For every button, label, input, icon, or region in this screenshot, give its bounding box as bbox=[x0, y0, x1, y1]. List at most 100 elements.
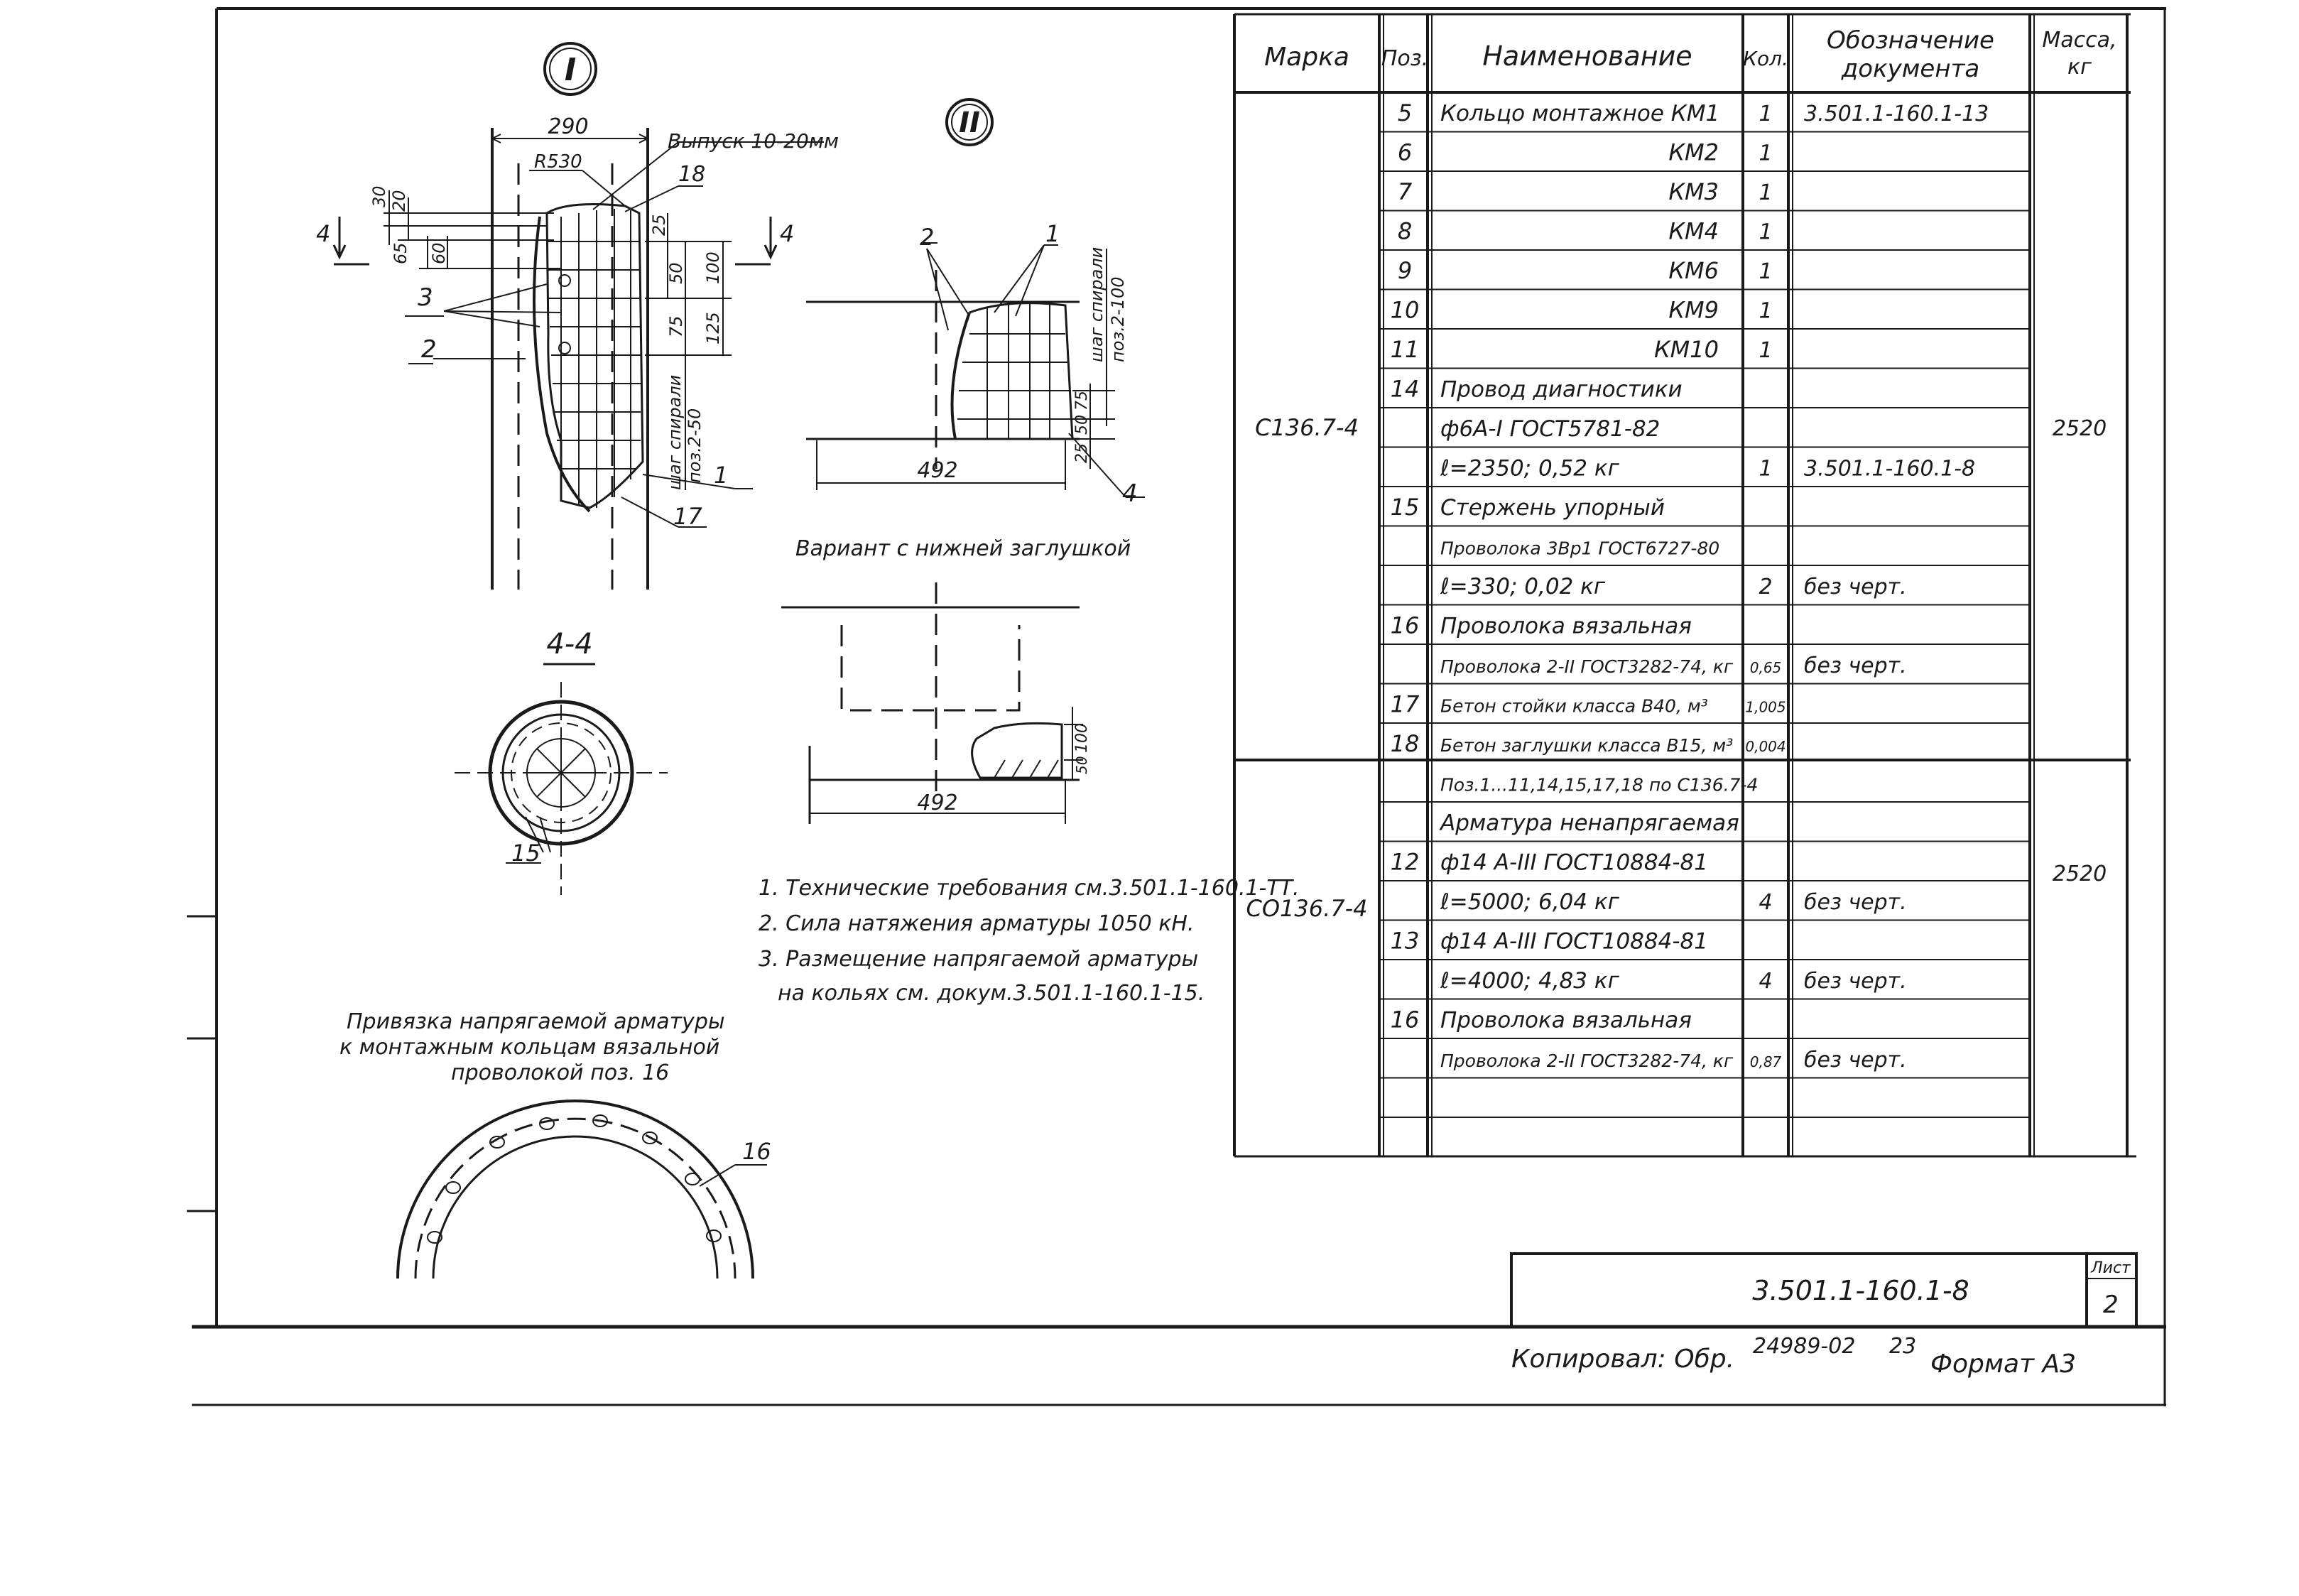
table-cell-name: Проволока вязальная bbox=[1440, 1007, 1692, 1033]
d1-dim-50: 50 bbox=[666, 262, 686, 284]
table-cell-poz: 16 bbox=[1391, 1006, 1420, 1033]
d2-dim-25: 25 bbox=[1073, 443, 1091, 463]
d2-pos-2: 2 bbox=[920, 224, 934, 251]
binding-pos-16: 16 bbox=[742, 1138, 771, 1165]
d1-dim-65: 65 bbox=[391, 242, 411, 264]
table-cell-name: ℓ=4000; 4,83 кг bbox=[1440, 968, 1620, 994]
vypusk-label: Выпуск 10-20мм bbox=[668, 129, 839, 153]
table-cell-kol: 1 bbox=[1759, 456, 1772, 481]
d1-dim-100: 100 bbox=[703, 251, 723, 284]
table-cell-name: Арматура ненапрягаемая bbox=[1439, 810, 1739, 836]
plug-dim-492: 492 bbox=[917, 791, 957, 815]
table-cell-name: Провод диагностики bbox=[1440, 376, 1683, 402]
table-cell-kol: 1 bbox=[1759, 141, 1772, 165]
table-cell-name: КМ4 bbox=[1668, 217, 1719, 244]
section-label: 4-4 bbox=[546, 628, 592, 661]
header-doc-2: документа bbox=[1841, 55, 1979, 83]
table-cell-poz: 6 bbox=[1398, 139, 1412, 165]
title-sheet-label: Лист bbox=[2090, 1259, 2131, 1277]
d1-spiral-step-1: шаг спирали bbox=[665, 375, 685, 490]
table-cell-kol: 1 bbox=[1759, 338, 1772, 363]
table-cell-kol: 1 bbox=[1759, 259, 1772, 284]
table-cell-name: ф14 А-III ГОСТ10884-81 bbox=[1440, 849, 1708, 875]
table-cell-doc: без черт. bbox=[1804, 575, 1907, 599]
table-cell-name: ℓ=2350; 0,52 кг bbox=[1440, 455, 1620, 481]
binding-caption-2: к монтажным кольцам вязальной bbox=[339, 1035, 719, 1060]
note-3-cont: на кольях см. докум.3.501.1-160.1-15. bbox=[778, 981, 1205, 1006]
d1-spiral-step-2: поз.2-50 bbox=[685, 408, 705, 483]
table-cell-poz: 5 bbox=[1398, 99, 1412, 126]
d2-dim-492: 492 bbox=[917, 458, 957, 483]
d2-spiral-step-1: шаг спирали bbox=[1087, 247, 1107, 362]
d1-dim-30: 30 bbox=[369, 185, 389, 207]
d2-spiral-step-2: поз.2-100 bbox=[1108, 276, 1128, 362]
table-cell-poz: 18 bbox=[1391, 730, 1420, 757]
table-cell-kol: 0,65 bbox=[1750, 659, 1782, 676]
table-cell-name: Поз.1...11,14,15,17,18 по С136.7-4 bbox=[1440, 774, 1758, 795]
pos-18-label: 18 bbox=[678, 162, 705, 187]
d2-pos-1: 1 bbox=[1045, 220, 1060, 247]
table-cell-name: КМ9 bbox=[1668, 296, 1719, 323]
table-cell-name: ℓ=330; 0,02 кг bbox=[1440, 574, 1606, 599]
d1-dim-125: 125 bbox=[703, 312, 723, 344]
detail-1-mark: I bbox=[565, 52, 576, 88]
table-cell-name: Проволока вязальная bbox=[1440, 613, 1692, 639]
binding-caption-1: Привязка напрягаемой арматуры bbox=[347, 1009, 725, 1034]
table-cell-name: КМ10 bbox=[1654, 336, 1719, 363]
table-cell-poz: 16 bbox=[1391, 612, 1420, 639]
table-cell-name: Бетон стойки класса В40, м³ bbox=[1440, 695, 1708, 716]
footer-inv2: 23 bbox=[1889, 1334, 1916, 1359]
table-cell-name: Бетон заглушки класса В15, м³ bbox=[1440, 735, 1733, 756]
d1-dim-25: 25 bbox=[649, 214, 669, 236]
table-cell-poz: 7 bbox=[1398, 178, 1413, 205]
detail-1-view bbox=[332, 42, 824, 590]
table-cell-kol: 2 bbox=[1759, 575, 1772, 599]
title-block bbox=[1510, 1252, 2138, 1328]
note-3: 3. Размещение напрягаемой арматуры bbox=[759, 947, 1198, 972]
header-name: Наименование bbox=[1482, 40, 1692, 72]
table-cell-poz: 10 bbox=[1391, 296, 1420, 323]
group-2-mass: 2520 bbox=[2053, 862, 2107, 886]
table-cell-poz: 13 bbox=[1391, 927, 1420, 954]
section-4-4-view bbox=[455, 663, 668, 895]
bottom-plug-view bbox=[781, 582, 1083, 824]
note-2: 2. Сила натяжения арматуры 1050 кН. bbox=[759, 911, 1194, 936]
section-cut-left: 4 bbox=[316, 220, 330, 247]
table-cell-name: ℓ=5000; 6,04 кг bbox=[1440, 889, 1620, 915]
table-cell-name: КМ6 bbox=[1668, 257, 1719, 284]
table-cell-doc: без черт. bbox=[1804, 969, 1907, 994]
r530-label: R530 bbox=[534, 151, 582, 173]
footer-inv: 24989-02 bbox=[1753, 1334, 1855, 1359]
table-cell-kol: 0,004 bbox=[1745, 738, 1786, 755]
binding-arc-view bbox=[396, 1100, 767, 1279]
table-cell-doc: без черт. bbox=[1804, 653, 1907, 678]
detail-2-mark: II bbox=[959, 107, 980, 139]
section-cut-right: 4 bbox=[780, 220, 794, 247]
footer-copied: Копировал: Обр. bbox=[1511, 1345, 1734, 1374]
d1-dim-75: 75 bbox=[666, 315, 686, 337]
table-cell-poz: 17 bbox=[1391, 690, 1420, 717]
header-mass-1: Масса, bbox=[2042, 28, 2116, 53]
d2-dim-50: 50 bbox=[1073, 415, 1091, 435]
table-cell-kol: 1 bbox=[1759, 219, 1772, 244]
sheet-frame bbox=[187, 7, 2166, 1406]
spec-table-grid bbox=[1233, 13, 2131, 1156]
table-cell-poz: 14 bbox=[1391, 375, 1420, 402]
table-cell-kol: 1,005 bbox=[1745, 698, 1786, 715]
group-1-marka: С136.7-4 bbox=[1255, 414, 1359, 441]
table-cell-name: Проволока 2-II ГОСТ3282-74, кг bbox=[1440, 1051, 1734, 1071]
header-doc-1: Обозначение bbox=[1827, 26, 1994, 55]
plug-caption: Вариант с нижней заглушкой bbox=[795, 536, 1131, 561]
table-cell-poz: 11 bbox=[1391, 336, 1420, 363]
table-cell-poz: 12 bbox=[1391, 848, 1420, 875]
table-cell-name: ф6А-I ГОСТ5781-82 bbox=[1440, 416, 1660, 442]
plug-dim-100: 100 bbox=[1073, 723, 1091, 753]
pos-1-label: 1 bbox=[714, 462, 728, 489]
table-cell-name: Проволока 2-II ГОСТ3282-74, кг bbox=[1440, 656, 1734, 677]
table-cell-doc: без черт. bbox=[1804, 890, 1907, 915]
header-poz: Поз. bbox=[1381, 46, 1428, 71]
d2-dim-75: 75 bbox=[1073, 391, 1091, 411]
table-cell-doc: 3.501.1-160.1-13 bbox=[1804, 102, 1989, 126]
